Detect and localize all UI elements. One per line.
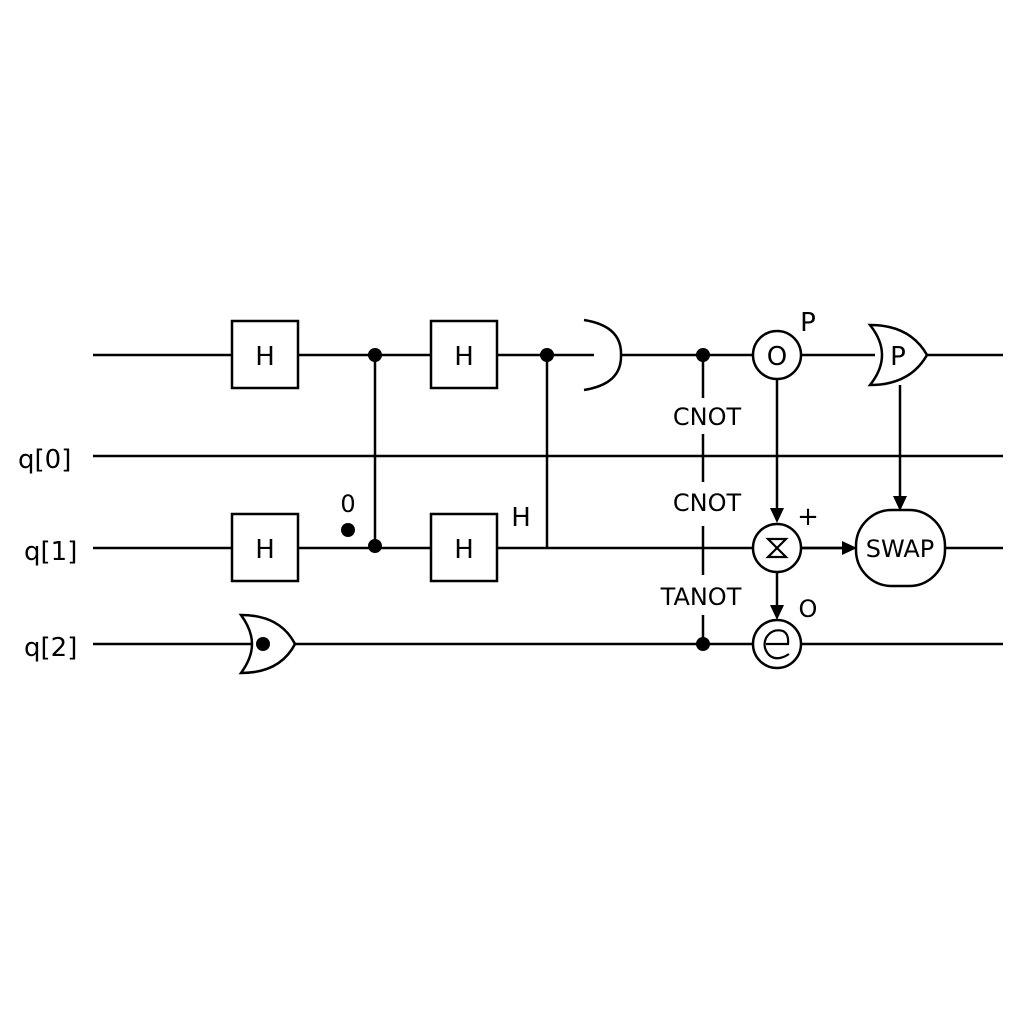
p-gate-label: P — [890, 342, 906, 372]
control-dot-top-2 — [540, 348, 554, 362]
arrow-head-1 — [770, 508, 784, 523]
h-gate-top-1-label: H — [255, 342, 275, 372]
d-gate-top — [583, 318, 623, 392]
h-gate-top-1 — [230, 319, 300, 390]
swap-gate — [854, 508, 947, 588]
p-gate-shape — [867, 323, 929, 387]
cnot-dot-top — [696, 348, 710, 362]
tanot-label: TANOT — [660, 583, 742, 611]
h-gate-q1-1-label: H — [255, 535, 275, 565]
cnot-dot-q2 — [696, 637, 710, 651]
h-gate-q1-2 — [429, 512, 499, 583]
o-small-label: O — [799, 595, 818, 623]
arrow-head-4 — [842, 541, 857, 555]
qubit-label-0: q[0] — [18, 445, 71, 475]
p-top-label: P — [800, 308, 816, 338]
qubit-label-2: q[2] — [24, 633, 77, 663]
plus-label: + — [797, 502, 819, 532]
arrow-head-2 — [770, 605, 784, 620]
qubit-label-1: q[1] — [24, 537, 77, 567]
cnot-label-2: CNOT — [673, 489, 742, 517]
zero-label: 0 — [340, 490, 355, 518]
control-dot-top-1 — [368, 348, 382, 362]
h-gate-top-2 — [429, 319, 499, 390]
arrow-head-3 — [893, 496, 907, 511]
o-gate-top — [751, 329, 803, 381]
theta-c-icon — [763, 629, 790, 660]
h-gate-top-2-label: H — [454, 342, 474, 372]
h-floating-label: H — [511, 503, 531, 533]
cnot-label-1: CNOT — [673, 403, 742, 431]
h-gate-q1-1 — [230, 512, 300, 583]
h-gate-q1-2-label: H — [454, 535, 474, 565]
control-dot-q1-1 — [368, 539, 382, 553]
or-gate-q2-dot — [256, 637, 270, 651]
o-gate-top-symbol: O — [767, 342, 787, 372]
hourglass-icon — [765, 537, 789, 559]
floating-dot — [341, 523, 355, 537]
swap-gate-label: SWAP — [866, 535, 935, 563]
